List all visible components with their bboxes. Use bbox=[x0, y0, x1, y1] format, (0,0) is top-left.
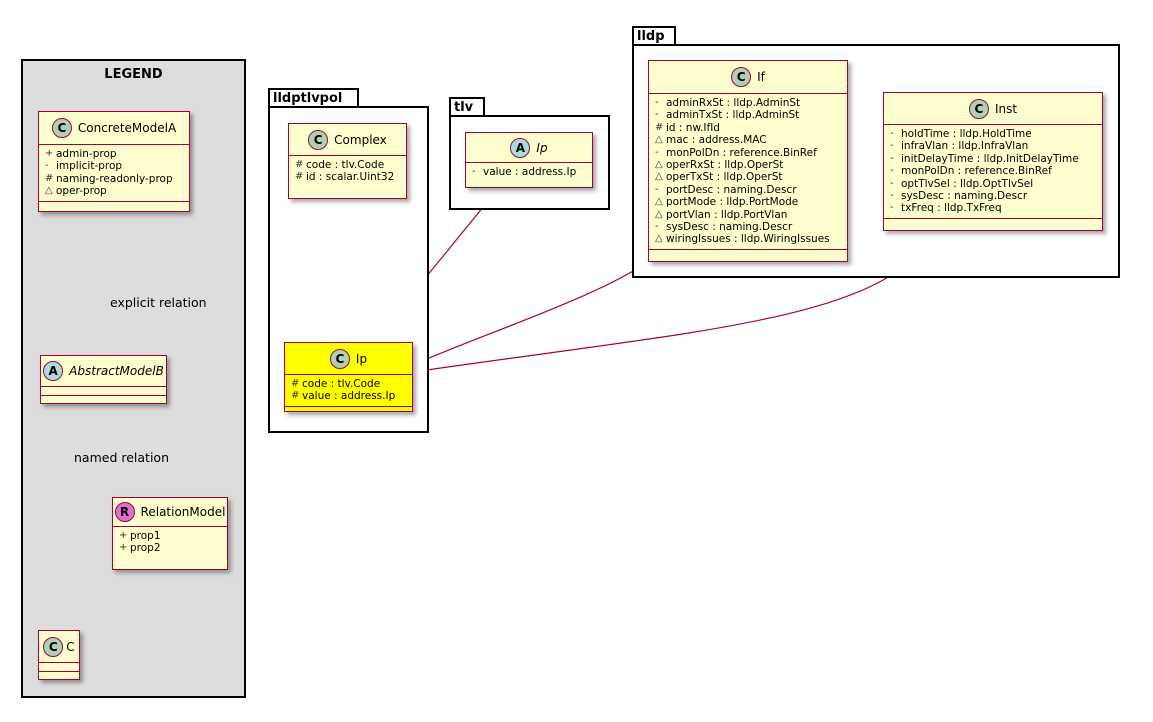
attribute-row: -txFreq : lldp.TxFreq bbox=[890, 202, 1002, 215]
relation-badge-icon: R bbox=[114, 502, 135, 522]
attribute-row: -value : address.Ip bbox=[472, 166, 577, 178]
abstract-badge-icon: A bbox=[43, 361, 64, 381]
attribute-row: △wiringIssues : lldp.WiringIssues bbox=[655, 233, 830, 246]
class-badge-icon: C bbox=[308, 129, 329, 150]
attribute-row: +prop1 bbox=[119, 530, 161, 542]
attribute-row: #value : address.Ip bbox=[291, 390, 396, 403]
attribute-row: △operTxSt : lldp.OperSt bbox=[655, 171, 783, 184]
c-class[interactable]: C C bbox=[38, 630, 80, 680]
class-badge-icon: C bbox=[731, 67, 752, 87]
class-attributes: -holdTime : lldp.HoldTime -infraVlan : l… bbox=[884, 125, 1102, 218]
attribute-row: -monPolDn : reference.BinRef bbox=[655, 146, 817, 159]
class-attributes: #code : tlv.Code #id : scalar.Uint32 bbox=[289, 156, 406, 187]
attribute-row: -adminTxSt : lldp.AdminSt bbox=[655, 109, 800, 122]
tlv-ip-class[interactable]: A Ip -value : address.Ip bbox=[465, 132, 593, 188]
class-name: RelationModel bbox=[140, 505, 226, 519]
class-badge-icon: C bbox=[329, 348, 350, 369]
attribute-row: +admin-prop bbox=[45, 148, 117, 160]
relation-model-class[interactable]: R RelationModel +prop1 +prop2 bbox=[112, 497, 228, 570]
class-attributes: -adminRxSt : lldp.AdminSt -adminTxSt : l… bbox=[649, 94, 847, 249]
attribute-row: -implicit-prop bbox=[45, 160, 123, 173]
attribute-row: #code : tlv.Code bbox=[291, 378, 381, 390]
attribute-row: -adminRxSt : lldp.AdminSt bbox=[655, 97, 801, 109]
class-name: If bbox=[757, 70, 765, 84]
lldptlvpol-package-tab: lldptlvpol bbox=[268, 88, 359, 108]
explicit-relation-label: explicit relation bbox=[110, 295, 207, 310]
class-name: Ip bbox=[355, 351, 368, 366]
lldptlvpol-ip-class[interactable]: C Ip #code : tlv.Code #value : address.I… bbox=[284, 342, 413, 412]
class-attributes: -value : address.Ip bbox=[466, 163, 592, 181]
lldp-package-tab: lldp bbox=[632, 26, 676, 46]
attribute-row: -infraVlan : lldp.InfraVlan bbox=[890, 140, 1029, 153]
class-badge-icon: C bbox=[968, 98, 989, 119]
attribute-row: #id : nw.IfId bbox=[655, 121, 720, 134]
attribute-row: -monPolDn : reference.BinRef bbox=[890, 165, 1052, 178]
class-name: Inst bbox=[994, 101, 1018, 116]
attribute-row: #code : tlv.Code bbox=[295, 159, 385, 171]
attribute-row: #id : scalar.Uint32 bbox=[295, 171, 395, 184]
tlv-package-tab: tlv bbox=[449, 97, 485, 117]
class-name: Complex bbox=[334, 132, 387, 147]
class-name: Ip bbox=[536, 140, 548, 155]
abstract-badge-icon: A bbox=[510, 137, 531, 158]
class-badge-icon: C bbox=[43, 636, 64, 657]
attribute-row: -optTlvSel : lldp.OptTlvSel bbox=[890, 177, 1034, 190]
abstract-model-b-class[interactable]: A AbstractModelB bbox=[40, 355, 167, 404]
class-name: AbstractModelB bbox=[69, 364, 164, 378]
attribute-row: -initDelayTime : lldp.InitDelayTime bbox=[890, 152, 1079, 165]
class-name: ConcreteModelA bbox=[77, 121, 177, 135]
attribute-row: △oper-prop bbox=[45, 185, 107, 198]
attribute-row: △mac : address.MAC bbox=[655, 134, 767, 147]
complex-class[interactable]: C Complex #code : tlv.Code #id : scalar.… bbox=[288, 123, 407, 199]
lldp-if-class[interactable]: C If -adminRxSt : lldp.AdminSt -adminTxS… bbox=[648, 60, 848, 262]
attribute-row: -holdTime : lldp.HoldTime bbox=[890, 128, 1032, 140]
named-relation-label: named relation bbox=[74, 450, 169, 465]
attribute-row: △portMode : lldp.PortMode bbox=[655, 196, 799, 209]
attribute-row: △portVlan : lldp.PortVlan bbox=[655, 208, 788, 221]
class-name: C bbox=[66, 639, 75, 654]
class-attributes: +prop1 +prop2 bbox=[113, 527, 227, 558]
attribute-row: -sysDesc : naming.Descr bbox=[890, 190, 1028, 203]
attribute-row: △operRxSt : lldp.OperSt bbox=[655, 159, 784, 172]
legend-title: LEGEND bbox=[104, 67, 163, 82]
attribute-row: #naming-readonly-prop bbox=[45, 172, 173, 185]
class-attributes: #code : tlv.Code #value : address.Ip bbox=[285, 375, 412, 406]
lldp-inst-class[interactable]: C Inst -holdTime : lldp.HoldTime -infraV… bbox=[883, 92, 1103, 231]
attribute-row: -sysDesc : naming.Descr bbox=[655, 221, 793, 234]
class-attributes: +admin-prop -implicit-prop #naming-reado… bbox=[39, 145, 189, 201]
attribute-row: -portDesc : naming.Descr bbox=[655, 183, 797, 196]
concrete-model-a-class[interactable]: C ConcreteModelA +admin-prop -implicit-p… bbox=[38, 111, 190, 212]
if-ip-composition-line bbox=[412, 261, 649, 366]
class-badge-icon: C bbox=[51, 118, 72, 138]
attribute-row: +prop2 bbox=[119, 542, 161, 555]
